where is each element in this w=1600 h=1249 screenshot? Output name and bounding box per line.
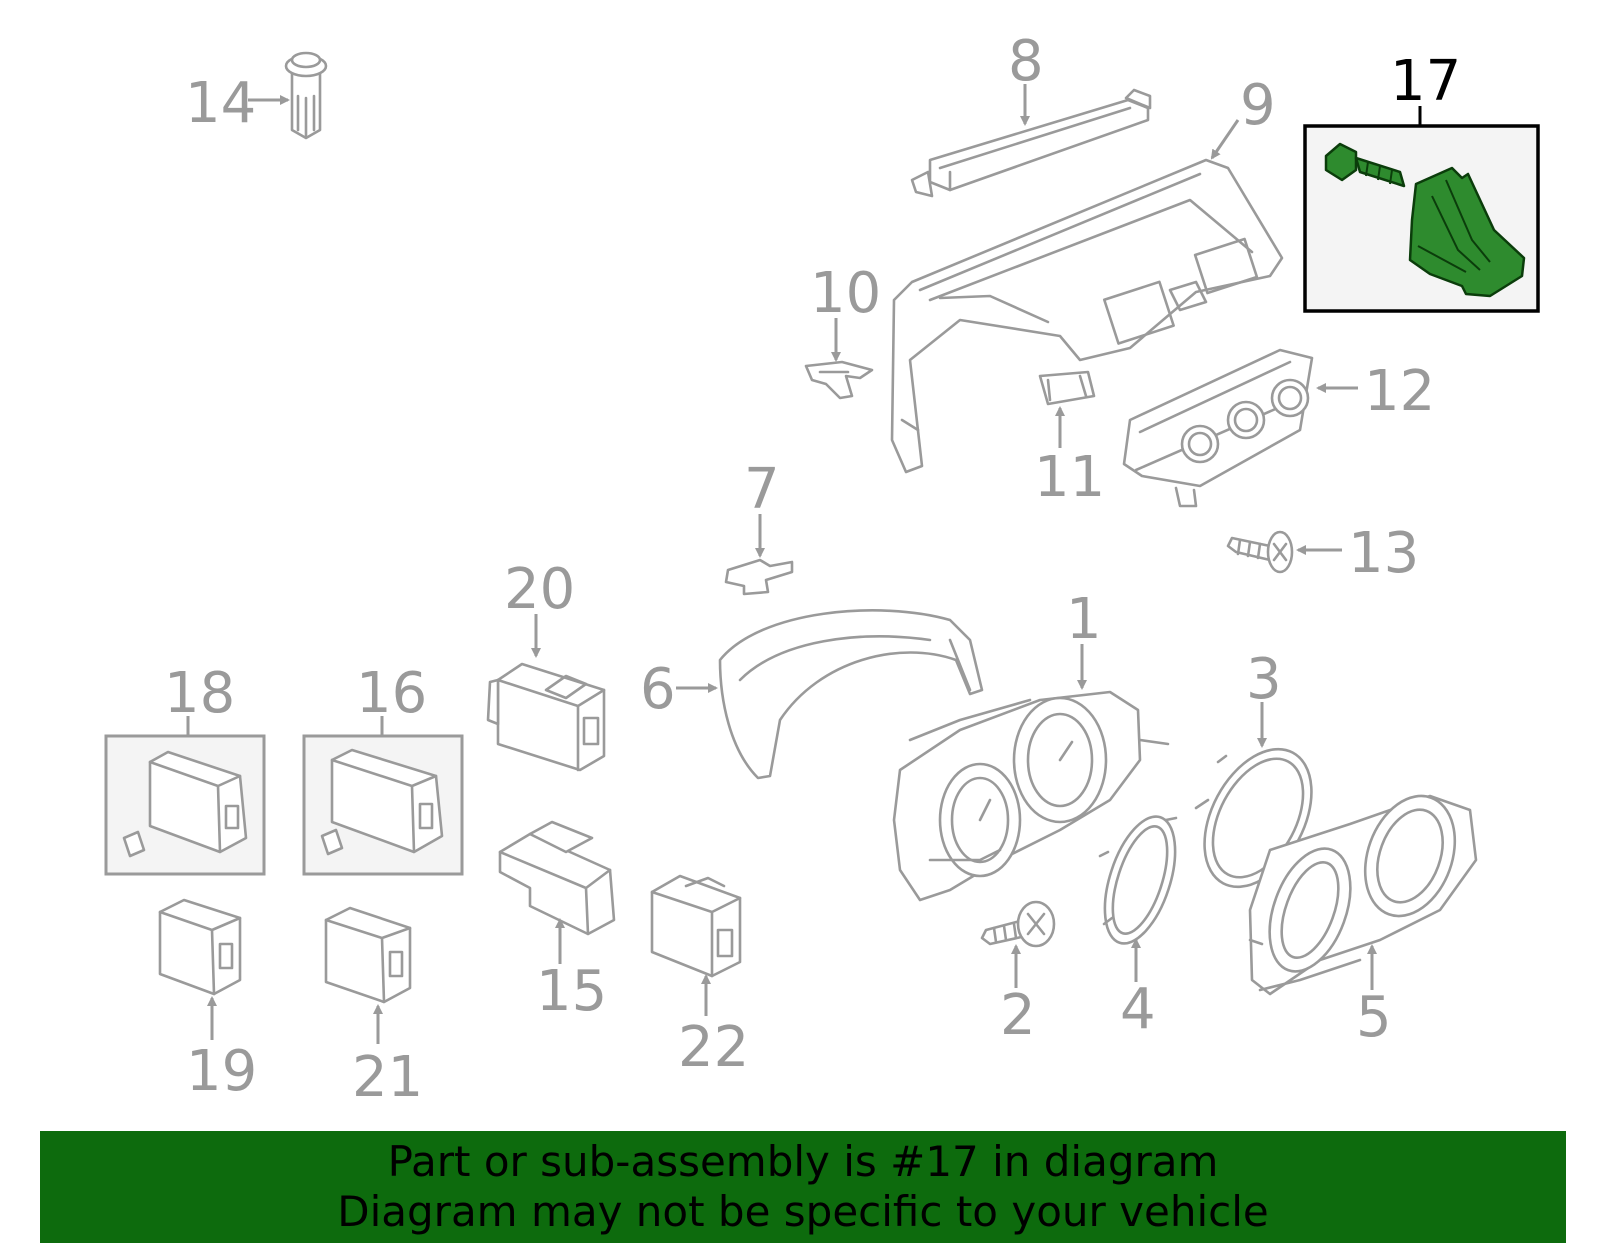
part-18-switch[interactable]: [122, 750, 248, 858]
callout-21: 21: [352, 1045, 423, 1110]
part-1-instrument-cluster[interactable]: [892, 690, 1170, 902]
callout-6: 6: [640, 657, 676, 722]
callout-17: 17: [1390, 49, 1461, 114]
leader-9: [1210, 119, 1240, 160]
part-14-clip[interactable]: [284, 51, 328, 140]
part-6-cluster-hood[interactable]: [718, 609, 984, 780]
part-2-screw[interactable]: [980, 900, 1056, 948]
banner-background: [40, 1131, 1566, 1243]
banner-line-1: Part or sub-assembly is #17 in diagram: [387, 1137, 1219, 1186]
callout-15: 15: [536, 959, 607, 1024]
part-10-clip[interactable]: [804, 360, 874, 400]
callout-19: 19: [186, 1039, 257, 1104]
part-16-switch[interactable]: [320, 748, 444, 856]
part-9-dash-panel[interactable]: [890, 158, 1284, 474]
part-13-screw[interactable]: [1226, 530, 1294, 574]
banner-line-2: Diagram may not be specific to your vehi…: [337, 1187, 1269, 1236]
callout-5: 5: [1356, 985, 1392, 1050]
callout-9: 9: [1240, 73, 1276, 138]
callout-20: 20: [504, 557, 575, 622]
callout-12: 12: [1364, 359, 1435, 424]
callout-13: 13: [1348, 521, 1419, 586]
callout-3: 3: [1246, 647, 1282, 712]
info-banner: Part or sub-assembly is #17 in diagram D…: [40, 1131, 1566, 1243]
part-4-gauge-ring[interactable]: [1091, 808, 1189, 952]
callout-1: 1: [1066, 587, 1102, 652]
part-7-clip[interactable]: [724, 558, 794, 596]
part-19-switch[interactable]: [158, 898, 242, 996]
part-20-switch[interactable]: [486, 662, 606, 772]
callout-4: 4: [1120, 977, 1156, 1042]
part-5-cluster-lens[interactable]: [1248, 783, 1478, 996]
callout-7: 7: [744, 457, 780, 522]
part-21-switch[interactable]: [324, 906, 412, 1004]
part-17-bolt[interactable]: [1324, 142, 1406, 188]
part-15-module[interactable]: [498, 820, 616, 936]
part-22-switch[interactable]: [650, 874, 742, 978]
callout-16: 16: [356, 661, 427, 726]
callout-10: 10: [810, 261, 881, 326]
callout-11: 11: [1034, 445, 1105, 510]
part-17-bracket[interactable]: [1408, 166, 1526, 298]
callout-18: 18: [164, 661, 235, 726]
callout-14: 14: [185, 71, 256, 136]
callout-8: 8: [1008, 29, 1044, 94]
part-11-clip[interactable]: [1038, 370, 1096, 406]
part-8-trim-strip[interactable]: [910, 88, 1152, 198]
callout-22: 22: [678, 1015, 749, 1080]
callout-2: 2: [1000, 983, 1036, 1048]
part-12-control-panel[interactable]: [1122, 348, 1314, 508]
